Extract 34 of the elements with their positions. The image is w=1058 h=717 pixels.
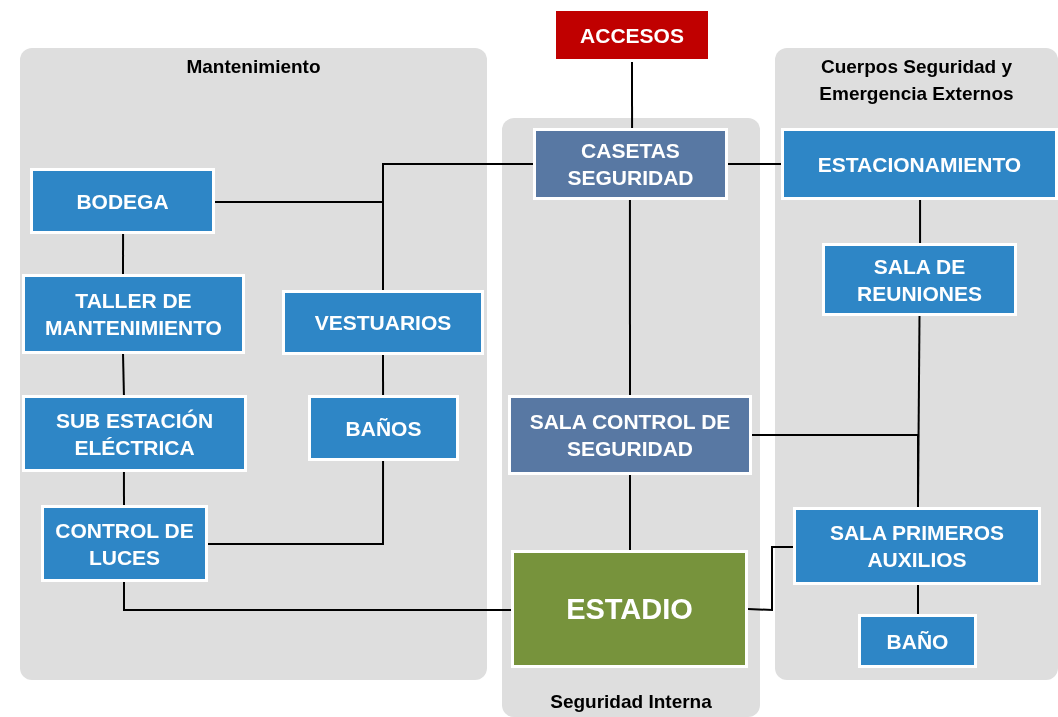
connector-line xyxy=(917,584,919,615)
group-title: Seguridad Interna xyxy=(549,690,713,714)
process-box: CASETAS SEGURIDAD xyxy=(533,128,728,200)
process-box: BAÑOS xyxy=(308,395,459,461)
process-box: SALA DE REUNIONES xyxy=(822,243,1017,316)
process-box: TALLER DE MANTENIMIENTO xyxy=(22,274,245,354)
connector-line xyxy=(727,163,782,165)
connector-line xyxy=(122,353,125,396)
process-box: SALA CONTROL DE SEGURIDAD xyxy=(508,395,752,475)
connector-line xyxy=(122,233,125,275)
connector-line xyxy=(628,474,631,551)
process-box: CONTROL DE LUCES xyxy=(41,505,208,582)
connector-line xyxy=(628,199,631,396)
process-box: SUB ESTACIÓN ELÉCTRICA xyxy=(22,395,247,472)
group-panel xyxy=(775,48,1058,680)
process-box: BAÑO xyxy=(858,614,977,668)
process-box: ESTADIO xyxy=(511,550,748,668)
group-title: Cuerpos Seguridad y Emergencia Externos xyxy=(818,55,1015,106)
connector-line xyxy=(631,61,634,129)
group-panel xyxy=(502,118,760,717)
process-box: ACCESOS xyxy=(553,8,711,62)
connector-line xyxy=(207,460,385,545)
group-panel xyxy=(20,48,487,680)
connector-line xyxy=(122,471,125,506)
connector-line xyxy=(382,354,385,396)
process-box: SALA PRIMEROS AUXILIOS xyxy=(793,507,1041,585)
group-title: Mantenimiento xyxy=(185,55,322,79)
connector-line xyxy=(123,581,512,611)
process-box: VESTUARIOS xyxy=(282,290,484,355)
connector-line xyxy=(919,199,922,244)
connector-line xyxy=(214,201,384,291)
process-box: ESTACIONAMIENTO xyxy=(781,128,1058,200)
process-box: BODEGA xyxy=(30,168,215,234)
connector-line xyxy=(747,546,794,612)
